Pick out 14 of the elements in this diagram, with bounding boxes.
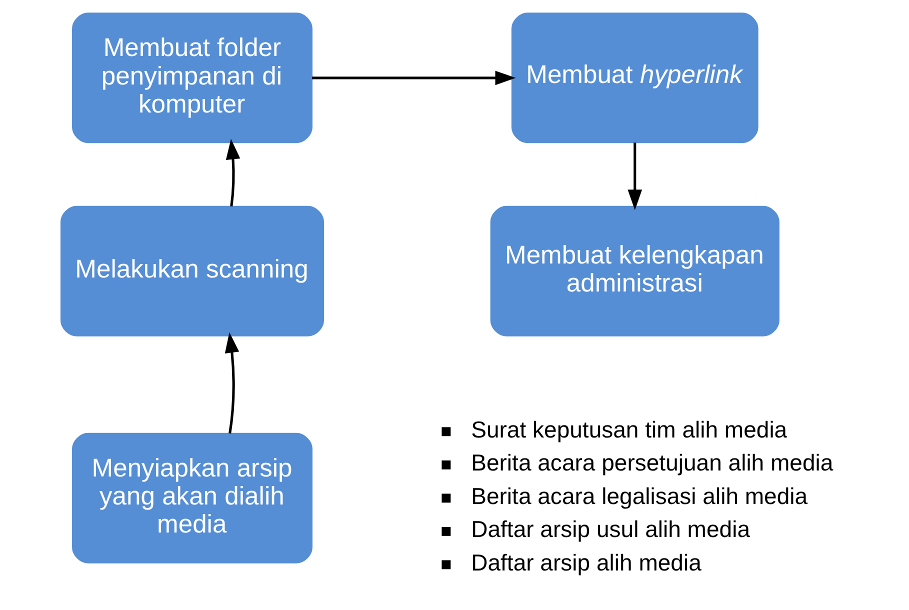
node-box: Membuat hyperlink [511, 12, 758, 144]
node-box: Menyiapkan arsip yang akan dialih media [72, 432, 312, 564]
node-box: Membuat folder penyimpanan di komputer [72, 12, 312, 144]
arrow [312, 70, 516, 86]
node-box: Membuat kelengkapan administrasi [490, 206, 780, 336]
arrow [224, 332, 240, 434]
node-label: Berita acara persetujuan alih media [471, 450, 834, 476]
node-label: Surat keputusan tim alih media [471, 416, 788, 442]
node-label: Daftar arsip usul alih media [471, 516, 750, 542]
node-label: Berita acara legalisasi alih media [471, 482, 808, 509]
node-box: Melakukan scanning [60, 206, 324, 336]
node-label: Daftar arsip alih media [471, 549, 702, 576]
arrow [628, 142, 642, 210]
arrow [226, 138, 240, 206]
